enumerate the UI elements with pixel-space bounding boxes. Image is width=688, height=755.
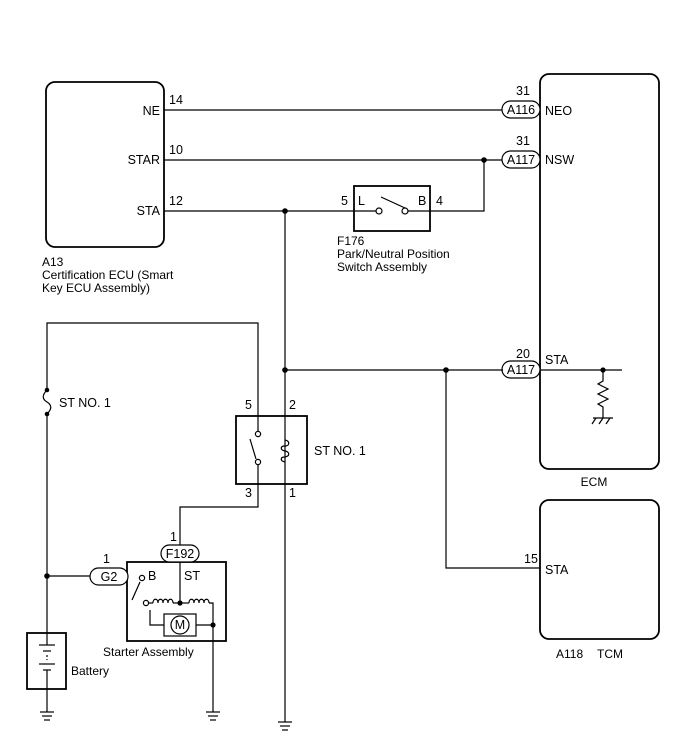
ecm-pin-20-number: 20 [516, 347, 530, 361]
ground-icon-battery [40, 711, 54, 721]
battery-name: Battery [71, 664, 109, 678]
connector-a117-sta-label: A117 [507, 363, 535, 377]
certification-ecu-box [45, 81, 165, 248]
fuse-name: ST NO. 1 [59, 396, 111, 410]
ecu-pin-star-label: STAR [128, 153, 160, 167]
connector-f192-pin: 1 [170, 530, 177, 544]
pnp-pin-5-number: 5 [341, 194, 348, 208]
pnp-contact-left [375, 207, 383, 215]
tcm-name: TCM [597, 647, 623, 661]
fuse-icon [42, 389, 52, 415]
certification-ecu: NE STAR STA 14 10 12 A13 Certification E… [42, 81, 183, 295]
tcm-box [539, 499, 660, 640]
st-relay-box [235, 415, 308, 485]
connector-a117-label: A117 [507, 153, 535, 167]
tcm-pin-15-number: 15 [524, 552, 538, 566]
wire-fuse-to-relay-5 [46, 322, 259, 618]
ecm-name: ECM [581, 475, 608, 489]
junction-sta-ecm [282, 367, 288, 373]
ecm-pin-nsw-label: NSW [545, 153, 574, 167]
tcm: STA 15 A118 TCM [524, 499, 660, 661]
ecu-pin-10-number: 10 [169, 143, 183, 157]
ecu-name-line2: Key ECU Assembly) [42, 281, 150, 295]
starter-assembly: F192 1 G2 1 B ST M Starter Assembly [44, 530, 227, 712]
relay-pin-5: 5 [245, 398, 252, 412]
pnp-code: F176 [337, 234, 365, 248]
connector-g2-label: G2 [101, 570, 118, 584]
wire-switch-to-nsw [430, 160, 485, 212]
ecm-pin-31-neo-number: 31 [516, 84, 530, 98]
starter-coil-left-icon [152, 598, 174, 604]
relay-contact-upper [254, 430, 262, 438]
ecu-pin-sta-label: STA [137, 204, 161, 218]
ecm-pin-sta-label: STA [545, 353, 569, 367]
starter-coil-right-icon [188, 598, 210, 604]
st-relay: 5 2 3 1 ST NO. 1 [46, 322, 366, 618]
connector-g2 [89, 567, 129, 586]
battery: Battery [26, 618, 109, 712]
junction-battery [44, 573, 50, 579]
pnp-pin-b-label: B [418, 194, 426, 208]
connector-f192-label: F192 [166, 547, 195, 561]
pnp-name-line1: Park/Neutral Position [337, 247, 450, 261]
wire-relay-3-to-starter [179, 464, 259, 545]
ecm-chassis-ground-icon [591, 417, 613, 425]
connector-g2-pin: 1 [103, 552, 110, 566]
tcm-pin-sta-label: STA [545, 563, 569, 577]
pnp-contact-right [401, 207, 409, 215]
pnp-pin-l-label: L [358, 194, 365, 208]
ecm: ECM NEO NSW STA 31 31 20 [516, 73, 660, 489]
relay-coil-icon [280, 439, 290, 463]
ground-icon-relay [278, 721, 292, 731]
starter-terminal-b: B [148, 569, 156, 583]
relay-pin-2: 2 [289, 398, 296, 412]
ecu-pin-14-number: 14 [169, 93, 183, 107]
connector-a117-sta: A117 [501, 360, 541, 379]
ecu-name-line1: Certification ECU (Smart [42, 268, 174, 282]
ecm-pin-31-nsw-number: 31 [516, 134, 530, 148]
ecm-pin-neo-label: NEO [545, 104, 572, 118]
starter-switch-blade [131, 581, 141, 601]
ecm-resistor-symbol [596, 370, 610, 418]
relay-pin-1: 1 [289, 486, 296, 500]
relay-pin-3: 3 [245, 486, 252, 500]
starter-name: Starter Assembly [103, 645, 194, 659]
starter-terminal-st: ST [184, 569, 200, 583]
relay-name: ST NO. 1 [314, 444, 366, 458]
connector-a116-label: A116 [507, 103, 535, 117]
pnp-switch-blade [380, 196, 406, 209]
tcm-code: A118 [556, 647, 583, 661]
ecu-pin-12-number: 12 [169, 194, 183, 208]
ecu-code: A13 [42, 255, 64, 269]
starter-motor-icon [170, 615, 190, 635]
pnp-switch: L B 5 4 F176 Park/Neutral Position Switc… [337, 185, 450, 274]
pnp-name-line2: Switch Assembly [337, 260, 427, 274]
ecu-pin-ne-label: NE [143, 104, 160, 118]
ecm-box [539, 73, 660, 470]
connector-a116-neo: A116 [501, 100, 541, 119]
wire-sta-to-tcm [445, 370, 540, 569]
ground-icon-starter [206, 711, 220, 721]
fuse-st-no1: ST NO. 1 [42, 387, 111, 417]
pnp-switch-box [353, 185, 431, 232]
relay-switch-blade [249, 438, 257, 460]
connector-a117-nsw: A117 [501, 150, 541, 169]
junction-nsw [481, 157, 487, 163]
starter-motor-label: M [175, 618, 185, 632]
pnp-pin-4-number: 4 [436, 194, 443, 208]
relay-contact-lower [254, 458, 262, 466]
